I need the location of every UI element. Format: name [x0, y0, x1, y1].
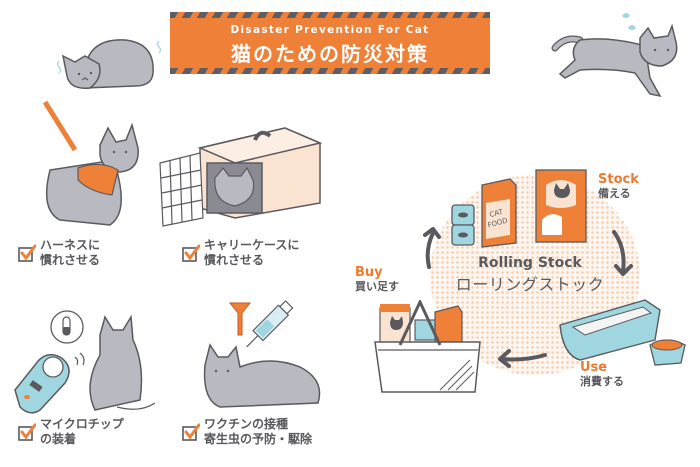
checklist-item-vaccine: ワクチンの接種 寄生虫の予防・駆除	[182, 417, 312, 447]
rolling-stock-center: Rolling Stock ローリングストック	[455, 255, 605, 295]
cat-back-icon	[89, 314, 143, 411]
scared-cat-icon	[56, 39, 162, 89]
rolling-stock-title-en: Rolling Stock	[478, 255, 582, 271]
running-cat-icon	[551, 13, 678, 98]
step-use-en: Use	[580, 360, 608, 375]
stock-items: CAT FOOD	[451, 169, 587, 248]
step-use: Use 消費する	[580, 360, 624, 389]
rolling-stock-title-jp: ローリングストック	[455, 275, 605, 294]
checklist-item-microchip: マイクロチップ の装着	[18, 417, 124, 447]
hazard-stripe-top	[170, 12, 490, 18]
checkbox-icon	[182, 423, 200, 441]
cat-food-can-icon	[451, 204, 475, 246]
step-stock-jp: 備える	[598, 187, 631, 200]
checkbox-icon	[18, 244, 36, 262]
checkbox-icon	[18, 423, 36, 441]
checkbox-icon	[182, 244, 200, 262]
shopping-basket-icon	[374, 300, 481, 393]
checklist-item-harness: ハーネスに 慣れさせる	[18, 238, 100, 268]
checklist-label-line1: ワクチンの接種	[204, 417, 289, 431]
checklist-label-line2: の装着	[40, 432, 77, 446]
banner-title-en: Disaster Prevention For Cat	[230, 24, 430, 36]
svg-text:CAT: CAT	[489, 208, 505, 219]
banner-title-jp: 猫のための防災対策	[231, 42, 429, 66]
checklist-label-line1: ハーネスに	[40, 238, 101, 252]
step-buy-jp: 買い足す	[355, 280, 399, 293]
step-buy-en: Buy	[355, 265, 383, 280]
checklist-label-line2: 慣れさせる	[204, 253, 265, 267]
step-stock: Stock 備える	[598, 172, 639, 201]
hazard-stripe-bottom	[170, 68, 490, 74]
lying-cat-icon	[203, 343, 321, 408]
harness-cat-icon	[42, 100, 139, 226]
checklist-label-line1: マイクロチップ	[40, 417, 124, 431]
checklist-label-line1: キャリーケースに	[204, 238, 300, 252]
carrier-cat-icon	[159, 127, 323, 227]
vaccine-scene	[203, 300, 321, 408]
cycle-arrow-icon	[612, 230, 633, 276]
flea-comb-icon	[228, 302, 252, 336]
step-use-jp: 消費する	[580, 375, 624, 388]
step-stock-en: Stock	[598, 172, 639, 187]
cat-food-bag-icon: CAT FOOD	[481, 178, 517, 248]
microchip-scene	[14, 310, 155, 414]
checklist-label-line2: 慣れさせる	[40, 253, 101, 267]
step-buy: Buy 買い足す	[355, 265, 399, 294]
checklist-item-carrier: キャリーケースに 慣れさせる	[182, 238, 299, 268]
litter-box-icon	[559, 299, 686, 366]
microchip-reader-icon	[14, 354, 70, 414]
title-banner: Disaster Prevention For Cat 猫のための防災対策	[170, 12, 490, 74]
cat-food-bag-large-icon	[535, 169, 587, 243]
food-bowl-icon	[649, 339, 686, 366]
checklist-label-line2: 寄生虫の予防・駆除	[204, 432, 313, 446]
cycle-arrow-icon	[423, 227, 441, 269]
cycle-arrow-icon	[498, 349, 547, 368]
syringe-icon	[246, 300, 294, 348]
